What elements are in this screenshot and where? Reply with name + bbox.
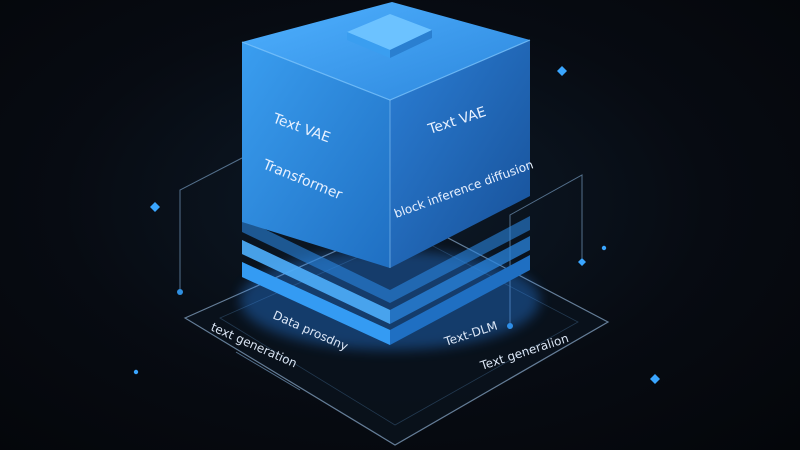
dot-icon xyxy=(601,245,607,251)
decorative-diamonds xyxy=(133,66,660,384)
connector-node-left xyxy=(177,289,183,295)
top-block xyxy=(347,14,432,58)
dot-icon xyxy=(133,369,139,375)
diamond-icon xyxy=(650,374,660,384)
diamond-icon xyxy=(557,66,567,76)
connector-bottom-left xyxy=(235,351,301,391)
diamond-icon xyxy=(150,202,160,212)
cube-left-face xyxy=(242,42,390,268)
connector-left xyxy=(179,157,243,292)
cube-base-slabs xyxy=(242,216,530,345)
diamond-icon xyxy=(578,258,586,266)
cube-right-face xyxy=(390,40,530,268)
